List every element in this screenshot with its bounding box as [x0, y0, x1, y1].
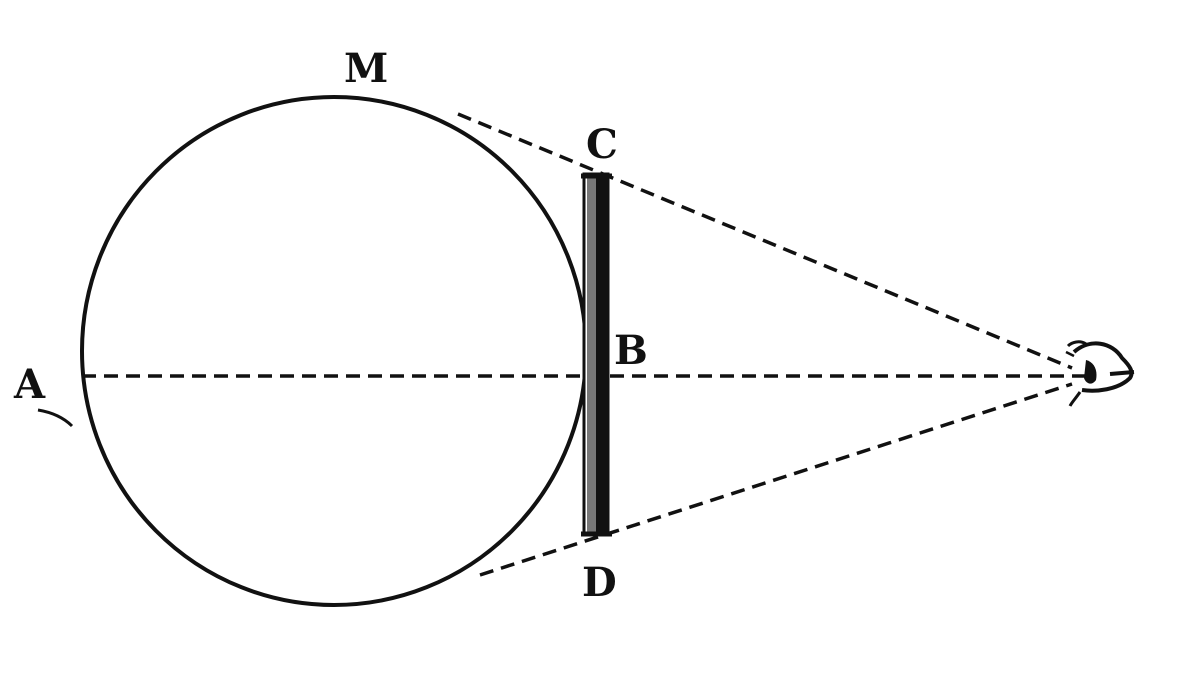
point-label-c: C	[586, 121, 618, 168]
label-a-flourish	[37, 408, 74, 428]
sphere-circle	[80, 95, 588, 607]
point-label-a: A	[13, 361, 46, 408]
point-label-d: D	[582, 559, 617, 606]
sight-line-lower-tangent	[479, 382, 1073, 577]
screen-plate-cd	[581, 172, 612, 537]
eye-icon	[1065, 340, 1135, 407]
point-label-m: M	[344, 45, 388, 92]
sight-line-upper-tangent	[457, 112, 1073, 370]
point-label-b: B	[614, 327, 648, 374]
